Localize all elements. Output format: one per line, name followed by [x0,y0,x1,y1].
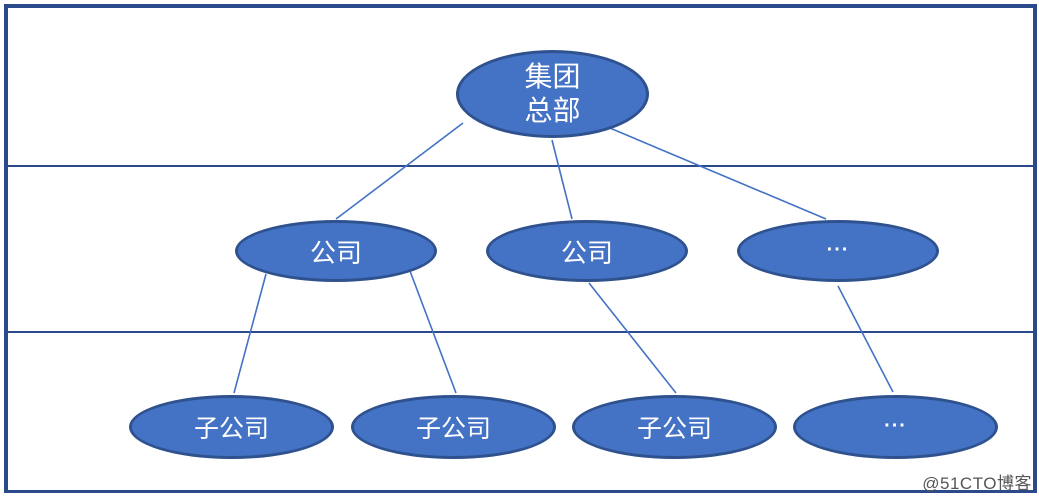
org-node-company-1: 公司 [235,220,437,282]
org-node-subsidiary-1: 子公司 [129,395,334,459]
connector-company2-to-sub3 [588,282,677,394]
org-node-subsidiary-2-label: 子公司 [415,415,491,443]
org-node-company-2: 公司 [486,220,688,282]
connector-root-to-company3 [597,122,827,220]
row-divider-level1-level2 [8,165,1033,167]
connector-root-to-company1 [335,122,464,220]
org-node-headquarters-label-line2: 总部 [524,95,581,126]
org-node-subsidiary-3-label: 子公司 [636,415,712,443]
frame-border-left [4,4,8,493]
connector-company3-to-sub4 [837,285,894,393]
org-node-company-1-label: 公司 [309,237,362,268]
org-node-subsidiary-2: 子公司 [351,395,556,459]
connector-root-to-company2 [551,139,573,220]
org-node-company-more-label: ... [826,233,850,256]
org-node-headquarters-label-line1: 集团 [524,60,581,92]
connector-company1-to-sub2 [409,270,457,394]
org-node-subsidiary-1-label: 子公司 [193,415,269,443]
org-node-headquarters: 集团 总部 [456,50,649,138]
org-node-subsidiary-more: ... [793,395,998,459]
org-node-company-more: ... [737,220,939,282]
frame-border-right [1033,4,1037,493]
org-node-subsidiary-more-label: ... [884,409,907,432]
org-node-subsidiary-3: 子公司 [572,395,777,459]
org-node-company-2-label: 公司 [560,237,613,268]
frame-border-bottom [4,490,1037,493]
watermark-51cto: @51CTO博客 [922,474,1032,493]
row-divider-level2-level3 [8,331,1033,333]
connector-company1-to-sub1 [233,273,267,394]
frame-border-top [4,4,1037,8]
